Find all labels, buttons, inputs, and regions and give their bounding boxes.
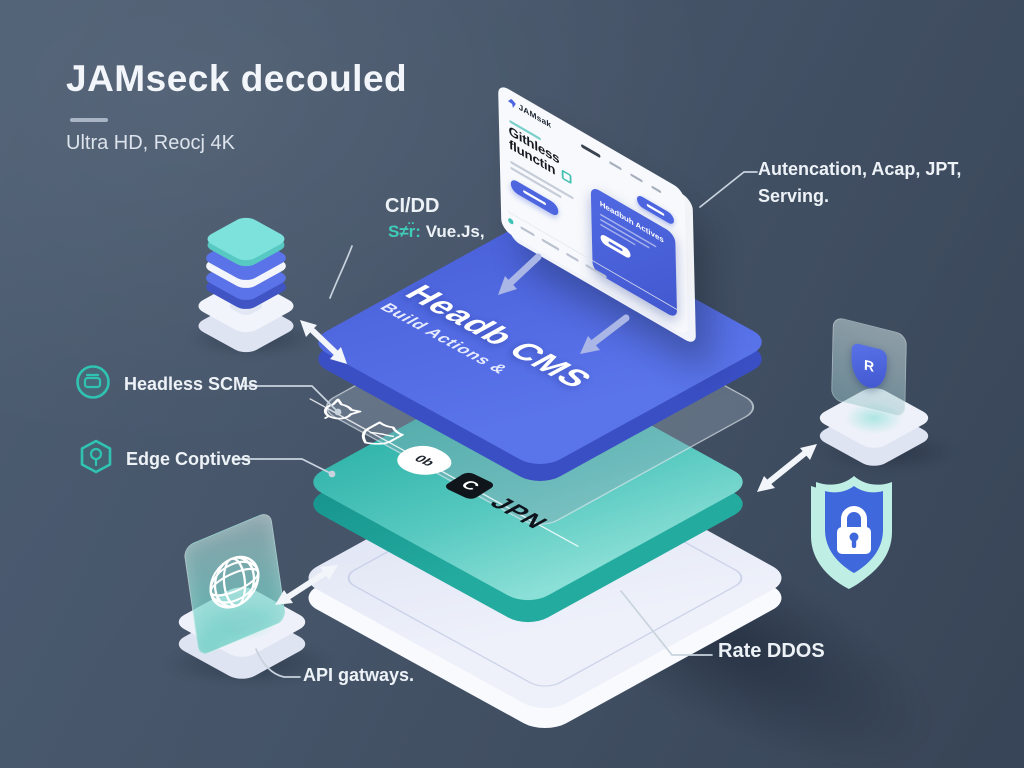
footer-text-bar (520, 225, 535, 237)
nav-item[interactable] (651, 184, 662, 194)
c-badge-label: C (456, 478, 484, 494)
callout-rate: Rate DDOS (718, 640, 825, 662)
callout-api: API gatways. (303, 665, 415, 685)
headless-cms-icon (74, 363, 112, 406)
logo-mark-icon (508, 97, 516, 110)
callout-cicd: CI/DD (385, 195, 440, 217)
shield-r-glyph: R (863, 357, 875, 376)
callout-auth: Autencation, Acap, JPT, Serving. (758, 156, 961, 210)
logo-text: JAMsak (518, 102, 552, 131)
page-subtitle: Ultra HD, Reocj 4K (66, 132, 235, 154)
shield-lock-icon (800, 470, 904, 601)
footer-text-bar (566, 252, 579, 262)
footer-text-bar (541, 237, 560, 251)
page-title: JAMseck decouled (66, 58, 408, 99)
framework-name: Vue.Js, (425, 222, 485, 241)
callout-framework: S≠r̈: Vue.Js, (388, 222, 485, 242)
heading-accent-icon (561, 168, 572, 184)
nav-item[interactable] (609, 160, 622, 171)
status-dot-icon (508, 217, 514, 226)
blob-badge-label: 0b (410, 453, 439, 469)
shield-r-icon: R (850, 342, 888, 392)
globe-panel (183, 510, 287, 658)
callout-headless: Headless SCMs (74, 363, 258, 406)
framework-logo-text: S≠r̈: (388, 222, 421, 241)
callout-headless-label: Headless SCMs (124, 374, 259, 394)
edge-functions-icon (78, 438, 114, 481)
headline-block: JAMseck decouled Ultra HD, Reocj 4K (66, 58, 407, 155)
globe-icon (202, 542, 267, 625)
nav-item[interactable] (630, 172, 643, 183)
title-underline (70, 118, 108, 122)
callout-edge-label: Edge Coptives (126, 449, 252, 469)
callout-edge: Edge Coptives (78, 438, 251, 481)
nav-item[interactable] (581, 143, 601, 159)
shield-outline-icon (347, 418, 410, 453)
card-button[interactable] (600, 232, 631, 260)
callout-auth-line1: Autencation, Acap, JPT, (758, 159, 962, 179)
callout-auth-line2: Serving. (758, 186, 830, 206)
